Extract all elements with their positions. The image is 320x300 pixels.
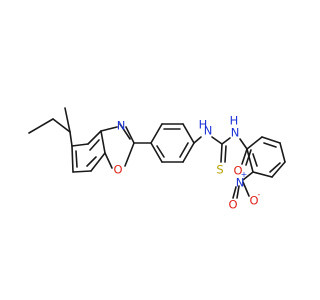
sec-butyl-group — [28, 107, 73, 147]
right-amine-nitrogen-label: N — [231, 126, 240, 140]
right-amine-hydrogen-label: H — [230, 114, 239, 128]
benzo-ring — [71, 130, 106, 173]
nitro-double-oxygen-label: O — [228, 198, 237, 212]
molecule-structure-diagram: N O H N H N S O N + O O - — [28, 107, 286, 212]
benzoxazole-nitrogen-label: N — [117, 119, 126, 133]
carbonyl-oxygen-label: O — [233, 164, 242, 178]
phenylene-ring — [133, 123, 195, 163]
thiourea-linker — [193, 136, 231, 163]
left-amine-nitrogen-label: N — [204, 124, 213, 138]
nitro-single-oxygen-label: O — [249, 194, 258, 208]
thio-sulfur-label: S — [216, 163, 223, 177]
nitro-nitrogen-label: N — [236, 176, 245, 190]
left-amine-hydrogen-label: H — [199, 118, 208, 132]
nitrophenyl-ring — [246, 136, 286, 178]
benzoxazole-oxygen-label: O — [113, 163, 122, 177]
nitro-group — [232, 171, 254, 199]
nitro-oxygen-charge: - — [258, 190, 261, 199]
oxazole-ring — [100, 123, 135, 169]
nitro-nitrogen-charge: + — [241, 170, 248, 179]
